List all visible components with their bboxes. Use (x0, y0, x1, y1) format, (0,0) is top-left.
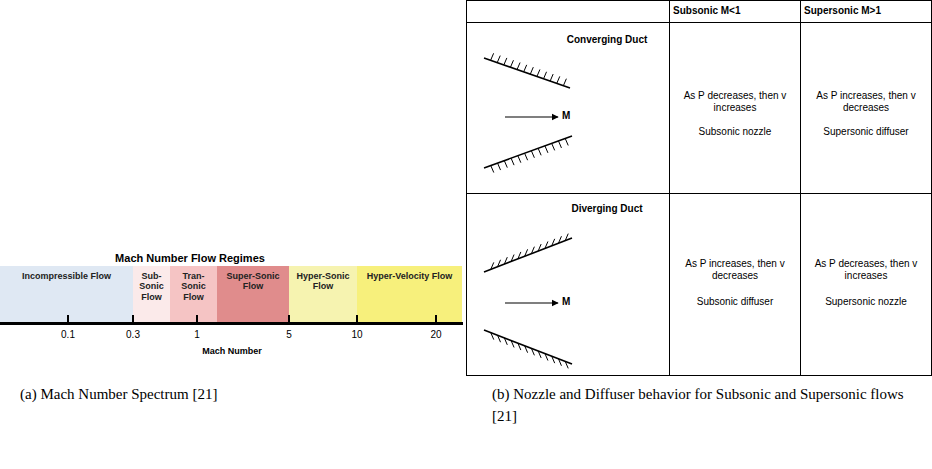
hatch-stroke (511, 255, 514, 262)
hatch-stroke (530, 67, 533, 74)
hatch-stroke (504, 257, 507, 264)
hatch-stroke (517, 63, 520, 70)
hatch-stroke (491, 166, 494, 173)
hatch-stroke (552, 143, 555, 150)
hatch-stroke (565, 361, 568, 368)
hatch-stroke (538, 148, 541, 155)
figure-caption: (b) Nozzle and Diffuser behavior for Sub… (492, 384, 928, 428)
hatch-stroke (531, 348, 534, 355)
duct-walls (484, 58, 572, 364)
flow-regime-band: Super-Sonic Flow (217, 266, 289, 323)
hatch-stroke (491, 262, 494, 269)
hatch-stroke (504, 338, 507, 345)
hatch-stroke (525, 249, 528, 256)
hatch-stroke (538, 351, 541, 358)
hatch-stroke (563, 79, 566, 86)
tick-label: 20 (421, 329, 451, 341)
hatch-stroke (498, 335, 501, 342)
hatch-stroke (511, 158, 514, 165)
band-label: Hyper-Sonic Flow (289, 266, 357, 292)
hatch-stroke (518, 343, 521, 350)
mach-symbol: M (562, 296, 576, 308)
hatch-stroke (511, 340, 514, 347)
tick-label: 5 (274, 329, 304, 341)
hatch-stroke (552, 356, 555, 363)
hatch-stroke (545, 241, 548, 248)
flow-regime-band: Tran-Sonic Flow (170, 266, 217, 323)
band-label: Tran-Sonic Flow (170, 266, 217, 302)
table-header: Subsonic M<1 (673, 5, 798, 17)
table-header: Supersonic M>1 (804, 5, 929, 17)
hatch-stroke (504, 58, 507, 65)
flow-regime-band: Sub-Sonic Flow (133, 266, 170, 323)
chart-title: Mach Number Flow Regimes (90, 252, 290, 264)
table-cell: Subsonic nozzle (672, 126, 798, 138)
hatch-stroke (524, 65, 527, 72)
hatch-stroke (550, 74, 553, 81)
flow-regime-band: Hyper-Sonic Flow (289, 266, 357, 323)
flow-regime-band: Incompressible Flow (0, 266, 133, 323)
figure-caption: (a) Mach Number Spectrum [21] (20, 384, 440, 406)
flow-arrows (505, 117, 558, 303)
hatch-stroke (498, 163, 501, 170)
band-label: Sub-Sonic Flow (133, 266, 170, 302)
table-cell: As P decreases, then v increases (803, 258, 929, 282)
tick-label: 10 (342, 329, 372, 341)
table-cell: As P increases, then v decreases (672, 258, 798, 282)
hatch-stroke (558, 141, 561, 148)
hatch-stroke (558, 359, 561, 366)
table-grid (466, 0, 932, 376)
hatch-stroke (531, 151, 534, 158)
table-cell: Subsonic diffuser (672, 296, 798, 308)
hatch-stroke (525, 346, 528, 353)
hatch-stroke (518, 156, 521, 163)
hatch-stroke (538, 244, 541, 251)
mach-symbol: M (562, 110, 576, 122)
tick-label: 0.3 (118, 329, 148, 341)
hatch-stroke (504, 161, 507, 168)
hatch-stroke (491, 333, 494, 340)
hatch-stroke (558, 236, 561, 243)
band-label: Hyper-Velocity Flow (357, 266, 462, 281)
duct-label: Converging Duct (548, 34, 666, 46)
hatch-stroke (497, 56, 500, 63)
wall-hatching (491, 53, 569, 368)
band-label: Super-Sonic Flow (217, 266, 289, 292)
hatch-stroke (545, 354, 548, 361)
hatch-stroke (544, 72, 547, 79)
table-cell: Supersonic nozzle (803, 296, 929, 308)
hatch-stroke (525, 153, 528, 160)
tick-label: 0.1 (53, 329, 83, 341)
hatch-stroke (565, 234, 568, 241)
hatch-stroke (510, 60, 513, 67)
table-cell: As P decreases, then v increases (672, 90, 798, 114)
axis-title: Mach Number (182, 346, 282, 357)
hatch-stroke (552, 239, 555, 246)
table-cell: As P increases, then v decreases (803, 90, 929, 114)
flow-regime-band: Hyper-Velocity Flow (357, 266, 462, 323)
hatch-stroke (537, 69, 540, 76)
tick-label: 1 (182, 329, 212, 341)
hatch-stroke (518, 252, 521, 259)
table-cell: Supersonic diffuser (803, 126, 929, 138)
hatch-stroke (531, 247, 534, 254)
hatch-stroke (565, 138, 568, 145)
hatch-stroke (545, 146, 548, 153)
hatch-stroke (498, 260, 501, 267)
band-label: Incompressible Flow (0, 266, 133, 281)
duct-label: Diverging Duct (548, 203, 666, 215)
hatch-stroke (491, 53, 494, 60)
hatch-stroke (557, 76, 560, 83)
